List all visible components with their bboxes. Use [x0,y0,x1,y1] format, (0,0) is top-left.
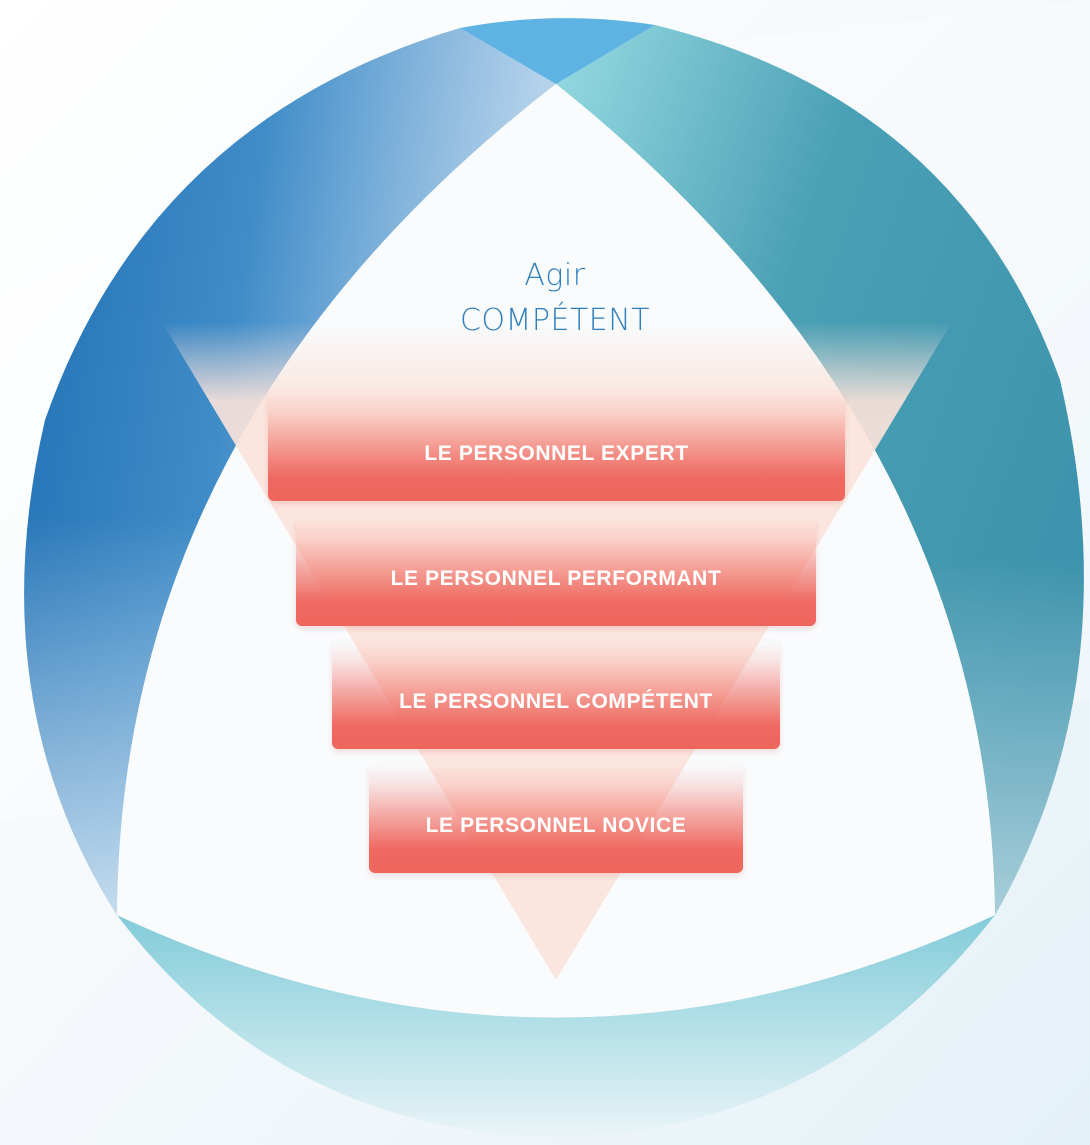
level-performant-bar: LE PERSONNEL PERFORMANT [296,518,816,626]
level-name: PERFORMANT [567,567,722,590]
level-performant-label: LE PERSONNEL PERFORMANT [391,567,722,591]
level-name: EXPERT [601,441,689,465]
level-competent-bar: LE PERSONNEL COMPÉTENT [332,641,780,749]
level-prefix: LE PERSONNEL [390,567,561,590]
level-name: NOVICE [602,813,687,837]
level-expert-bar: LE PERSONNEL EXPERT [268,392,845,501]
heading-agir: Agir [524,258,586,293]
level-novice-label: LE PERSONNEL NOVICE [426,814,687,838]
level-prefix: LE PERSONNEL [399,690,570,713]
bottom-arc-band [117,915,995,1138]
level-prefix: LE PERSONNEL [424,441,595,465]
level-novice-bar: LE PERSONNEL NOVICE [369,764,743,873]
level-competent-label: LE PERSONNEL COMPÉTENT [399,690,713,714]
level-name: COMPÉTENT [575,690,713,713]
heading-competent: COMPÉTENT [459,303,651,338]
level-expert-label: LE PERSONNEL EXPERT [424,442,688,466]
top-arc-cap [460,18,655,85]
level-prefix: LE PERSONNEL [425,813,596,837]
